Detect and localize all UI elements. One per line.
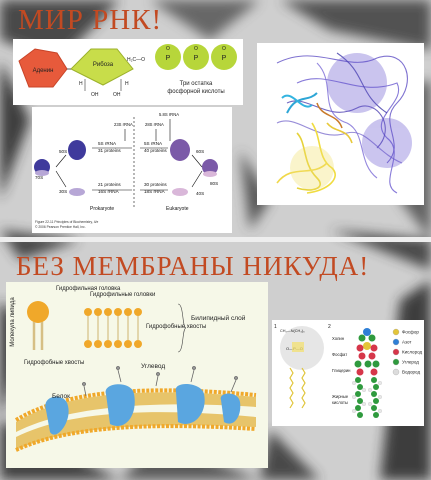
carbohydrate-chains [82,366,238,397]
adenine-label: Аденин [33,68,54,74]
atp-structure-diagram: Аденин Рибоза H H OH OH H₂C—O P P P O O … [18,44,237,98]
lipid-molecule-label: Молекула липида [10,297,16,347]
hydrophobic-tails-right-label: Гидрофобные хвосты [146,324,206,330]
phosphate-label-2: фосфорной кислоты [167,88,224,95]
prot-31-label: 31 proteins [98,148,121,153]
euk-40s-label: 40S [196,191,204,196]
ribosome-diagram: 50S 70S 30S 23S rRNA 5S rRNA 31 proteins… [34,112,218,229]
prot-40-label: 40 proteins [144,148,167,153]
ribosome-3d-panel [257,43,424,205]
phospholipid-panel: 1 2 CH₂—N(CH₃)₃ O—P—O Холин Фосфат Глице… [272,320,424,426]
ch2o-label: H₂C—O [127,57,145,63]
membrane-panel: Молекула липида Гидрофильная головка Гид… [6,282,268,468]
legend-label: Кислород [402,350,422,355]
fatty-acid-chains-drawing [289,367,306,409]
phosphate-p-1: P [166,55,171,62]
legend-swatch [392,368,400,376]
legend-label: Азот [402,340,411,345]
prot-30-label: 30 proteins [144,182,167,187]
euk-80s-small [203,171,217,177]
ribose-shape [70,48,134,86]
bilayer-label: Билипидный слой [191,314,246,322]
phosphate-o-3: O [222,46,226,52]
euk-80s-label: 80S [210,181,218,186]
rrna-5s-b-label: 5S rRNA [144,141,163,146]
rna-3d-structure [276,52,412,194]
prok-50s-shape [68,140,86,160]
fatty-acids-label-2: кислоты [332,400,348,405]
prok-30s-shape [69,188,85,196]
hydrophilic-head-label: Гидрофильная головка [56,286,121,292]
rrna-28s-label: 28S rRNA [145,122,164,127]
ribose-label: Рибоза [93,62,114,68]
legend-label: Углерод [402,360,419,365]
carbohydrate-label: Углевод [141,363,165,370]
choline-label: Холин [332,336,345,341]
rrna-5s-a-label: 5S rRNA [98,141,117,146]
prok-30s-label: 30S [59,189,67,194]
oh-label-1: OH [91,92,99,98]
oh-label-2: OH [113,92,121,98]
space-filling-model [352,328,382,418]
ribosome-panel: 50S 70S 30S 23S rRNA 5S rRNA 31 proteins… [32,107,232,233]
prok-50s-label: 50S [59,149,67,154]
membrane-diagram: Молекула липида Гидрофильная головка Гид… [10,286,257,452]
legend-swatch [392,348,400,356]
panel-number-1: 1 [274,324,277,330]
rrna-58s-label: 5.8S rRNA [159,112,179,117]
glycerol-label: Глицерин [332,368,351,373]
euk-80s-large [202,159,218,175]
legend-swatch [392,328,400,336]
prok-70s-label: 70S [35,175,43,180]
phospholipid-diagram: 1 2 CH₂—N(CH₃)₃ O—P—O Холин Фосфат Глице… [274,324,422,418]
slide1-title: МИР РНК! [18,4,163,36]
ribosome-arrows [55,117,203,207]
prok-70s-small [35,170,49,176]
legend-label: Фосфор [402,330,419,335]
prokaryote-label: Prokaryote [90,206,114,212]
h-label-1: H [79,81,83,87]
figure-caption-2: © 2006 Pearson Prentice Hall, Inc. [35,225,86,229]
legend-swatch [392,338,400,346]
formula-top: CH₂—N(CH₃)₃ [280,329,305,333]
membrane-proteins [45,383,241,435]
rrna-16s-label: 16S rRNA [98,189,120,194]
atp-structure-panel: Аденин Рибоза H H OH OH H₂C—O P P P O O … [13,39,243,105]
phosphate-label: Фосфат [332,352,347,357]
eukaryote-label: Eukaryote [166,206,189,212]
phosphate-groups: P P P O O O [155,44,237,70]
h-label-2: H [125,81,129,87]
mini-bilayer [84,308,142,348]
prot-21-label: 21 proteins [98,182,121,187]
phosphate-p-3: P [222,55,227,62]
phosphate-label-1: Три остатка [180,81,213,87]
fatty-acids-label-1: Жирные [332,394,349,399]
slide-divider [0,237,431,242]
lipid-head-shape [27,301,49,323]
legend-label: Водород [402,370,420,375]
rrna-23s-label: 23S rRNA [114,122,133,127]
hydrophobic-tails-left-label: Гидрофобные хвосты [24,360,84,366]
euk-60s-shape [170,139,190,161]
euk-60s-label: 60S [196,149,204,154]
panel-number-2: 2 [328,324,331,330]
euk-40s-shape [172,188,188,196]
phosphate-o-1: O [166,46,170,52]
protein-label: Белок [52,393,70,400]
slide2-title: БЕЗ МЕМБРАНЫ НИКУДА! [16,251,370,281]
phosphate-p-2: P [194,55,199,62]
hydrophilic-heads-label: Гидрофильные головки [90,292,155,298]
phosphate-o-2: O [194,46,198,52]
rrna-18s-label: 18S rRNA [144,189,166,194]
figure-caption-1: Figure 22-11 Principles of Biochemistry,… [35,220,98,224]
legend-swatch [392,358,400,366]
